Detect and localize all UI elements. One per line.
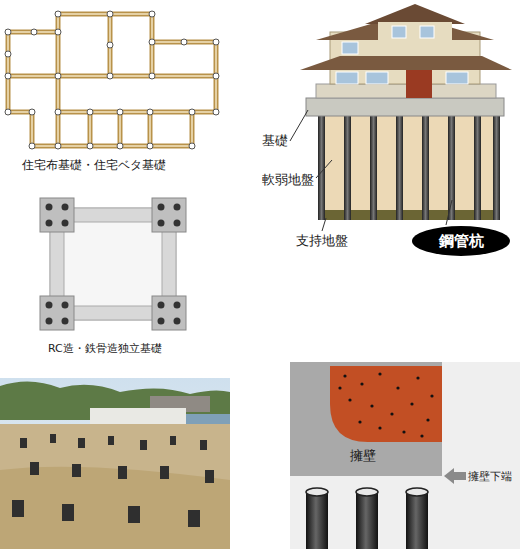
wall-label-box: 擁壁 <box>338 444 388 468</box>
house-section <box>300 4 512 220</box>
caption: 住宅布基礎・住宅ベタ基礎 <box>22 158 166 172</box>
site-photo <box>0 378 230 549</box>
node-text: 鋼管杭 <box>439 232 484 251</box>
leader-lines <box>290 110 452 231</box>
part-name: 支持地盤 <box>296 233 348 249</box>
caption: RC造・鉄骨造独立基礎 <box>48 342 162 355</box>
part-name: 軟弱地盤 <box>262 172 314 188</box>
node-text: 擁壁 <box>350 447 376 465</box>
part-name: 基礎 <box>262 133 288 149</box>
part-name: 擁壁下端 <box>468 470 512 483</box>
plan-drawing <box>5 11 219 149</box>
retaining-wall <box>290 362 520 549</box>
isolated-footing <box>40 198 186 330</box>
pile-oval: 鋼管杭 <box>412 226 510 256</box>
